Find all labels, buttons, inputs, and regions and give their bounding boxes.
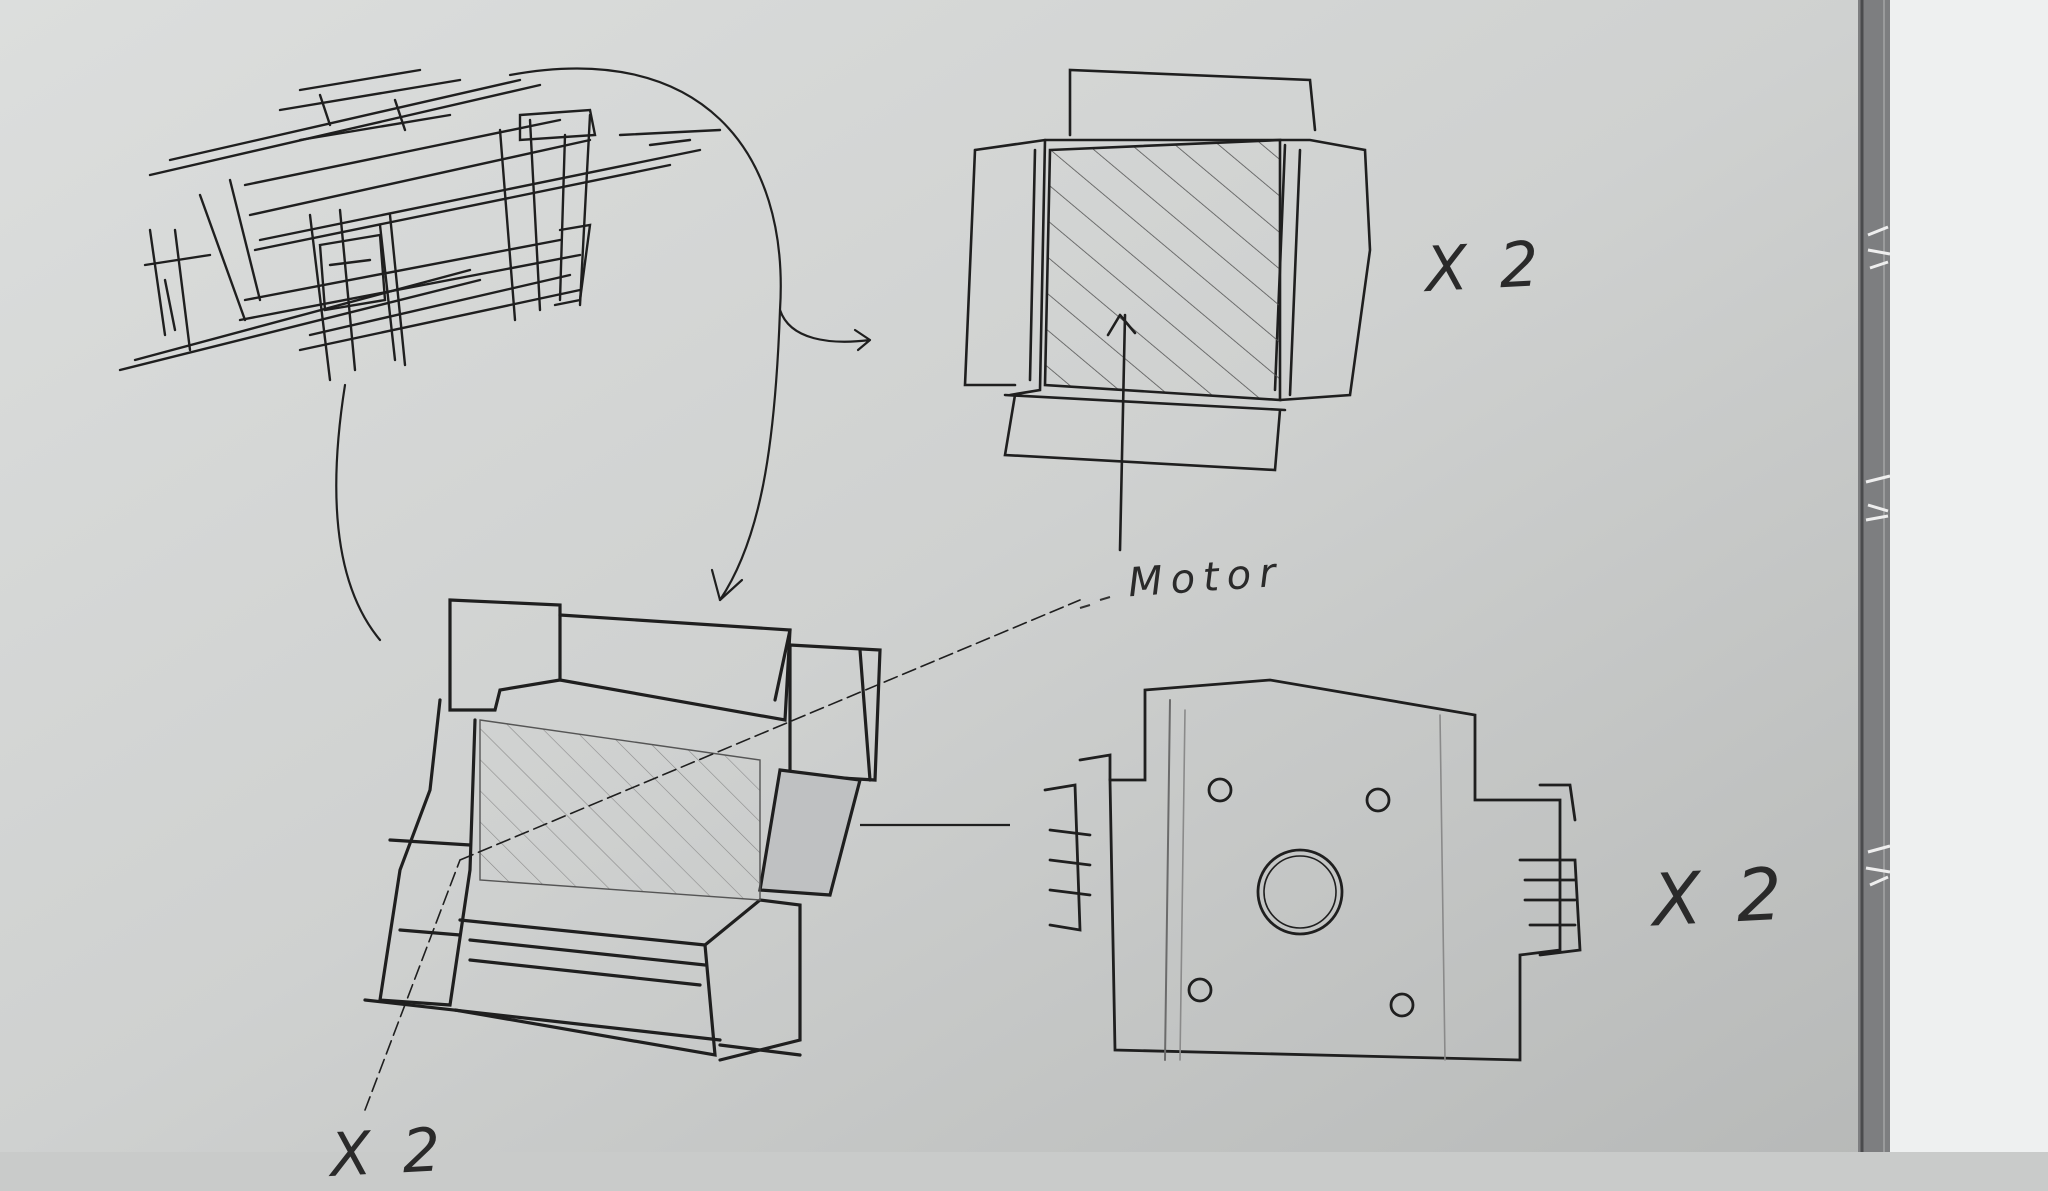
sketch-motor-bracket: [963, 68, 1372, 552]
label-x2-bottom: X 2: [1649, 851, 1791, 943]
sketch-arrows: [335, 67, 872, 642]
label-x2-cut: X 2: [328, 1115, 449, 1191]
sketchbook-photo: [0, 0, 2048, 1152]
sketch-square-frame: [363, 598, 1081, 1111]
label-x2-top: X 2: [1423, 226, 1547, 307]
sketch-isometric-bracket: [118, 68, 722, 382]
sketch-mounting-plate: [1043, 678, 1582, 1062]
sketch-dashes: [1079, 596, 1111, 609]
binding-thread: [1865, 225, 1891, 887]
paper-sheet: [0, 0, 1880, 1152]
table-surface: [1890, 0, 2048, 1152]
